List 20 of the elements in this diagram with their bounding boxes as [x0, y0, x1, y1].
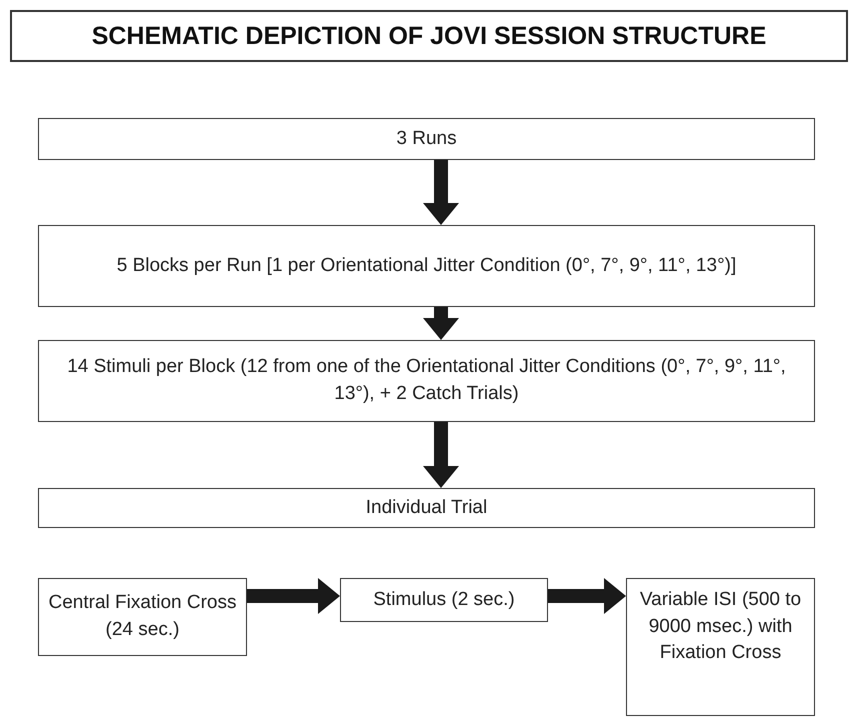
block-arrow: [423, 422, 459, 488]
process-box: [626, 578, 815, 716]
process-box: [38, 578, 247, 656]
block-arrow: [423, 307, 459, 340]
box-text: Stimulus (2 sec.): [373, 588, 515, 612]
process-box: [340, 578, 548, 622]
block-arrow: [548, 578, 626, 614]
block-arrow: [247, 578, 340, 614]
block-arrow: [423, 160, 459, 225]
process-box: [38, 340, 815, 422]
box-text: Variable ISI (500 to 9000 msec.) with Fixation Cross: [638, 588, 802, 666]
process-box: [38, 488, 815, 528]
title-banner: SCHEMATIC DEPICTION OF JOVI SESSION STRUCTURE: [10, 10, 848, 62]
box-text: 14 Stimuli per Block (12 from one of the Orientational Jitter Conditions (0°, 7°, 9°, 11°, 13°), + 2 Catch Trials): [66, 355, 787, 406]
process-box: [38, 225, 815, 307]
process-box: [38, 118, 815, 160]
box-text: Central Fixation Cross (24 sec.): [48, 591, 238, 642]
box-text: Individual Trial: [366, 496, 488, 520]
box-text: 3 Runs: [396, 126, 457, 151]
box-text: 5 Blocks per Run [1 per Orientational Jitter Condition (0°, 7°, 9°, 11°, 13°)]: [116, 254, 736, 278]
